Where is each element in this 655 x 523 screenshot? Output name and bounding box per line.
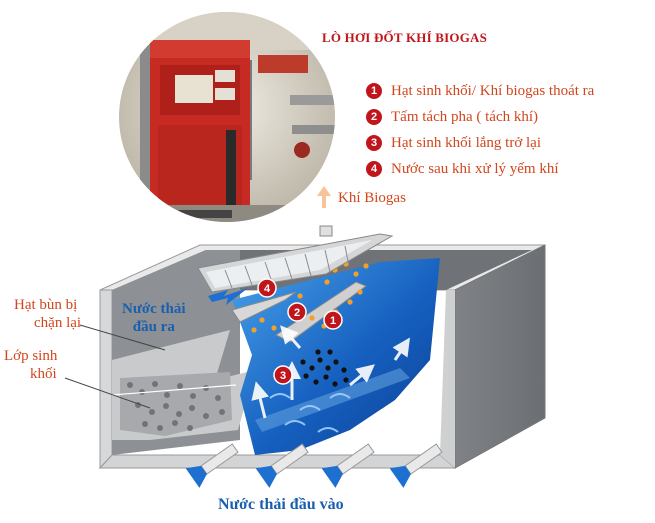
legend-text-3: Hạt sinh khối lắng trở lại <box>391 134 541 151</box>
svg-text:3: 3 <box>280 370 286 382</box>
outlet-label: Nước thải đầu ra <box>122 300 186 336</box>
legend-text-2: Tấm tách pha ( tách khí) <box>391 108 539 125</box>
boiler-photo <box>119 12 335 222</box>
legend-item-3: 3 Hạt sinh khối lắng trở lại <box>366 130 594 156</box>
sludge-label-line1: Hạt bùn bị <box>14 297 78 313</box>
biomass-leader-line <box>64 377 151 409</box>
biogas-arrow <box>317 186 331 208</box>
sludge-label-line2: chặn lại <box>34 315 82 331</box>
marker-3: 3 <box>273 365 293 385</box>
biomass-label: Lớp sinh khối <box>4 347 57 383</box>
legend-text-1: Hạt sinh khối/ Khí biogas thoát ra <box>391 82 595 99</box>
marker-1: 1 <box>323 310 343 330</box>
sludge-label: Hạt bùn bị chặn lại <box>14 296 81 332</box>
svg-text:1: 1 <box>330 315 336 327</box>
legend-number-1: 1 <box>366 83 382 99</box>
gas-collector <box>197 225 394 293</box>
legend-number-4: 4 <box>366 161 382 177</box>
inlet-label: Nước thải đầu vào <box>218 496 344 513</box>
inlet-nozzles <box>185 443 443 488</box>
marker-2: 2 <box>287 302 307 322</box>
marker-4: 4 <box>257 278 277 298</box>
legend-number-2: 2 <box>366 109 382 125</box>
water-column <box>231 258 440 455</box>
legend: 1 Hạt sinh khối/ Khí biogas thoát ra 2 T… <box>366 78 594 182</box>
biogas-label: Khí Biogas <box>338 190 406 206</box>
legend-item-2: 2 Tấm tách pha ( tách khí) <box>366 104 594 130</box>
outlet-label-line2: đầu ra <box>132 319 175 335</box>
outlet-label-line1: Nước thải <box>122 301 186 317</box>
legend-number-3: 3 <box>366 135 382 151</box>
sludge-leader-line <box>79 324 166 351</box>
legend-item-1: 1 Hạt sinh khối/ Khí biogas thoát ra <box>366 78 594 104</box>
biomass-label-line1: Lớp sinh <box>4 348 58 364</box>
legend-text-4: Nước sau khi xử lý yếm khí <box>391 160 559 177</box>
diagram-title: LÒ HƠI ĐỐT KHÍ BIOGAS <box>322 30 488 45</box>
legend-item-4: 4 Nước sau khi xử lý yếm khí <box>366 156 594 182</box>
svg-text:2: 2 <box>294 307 300 319</box>
outlet-arrow <box>208 288 248 305</box>
svg-text:4: 4 <box>264 283 271 295</box>
biomass-layer <box>111 330 255 440</box>
biomass-label-line2: khối <box>30 366 57 382</box>
